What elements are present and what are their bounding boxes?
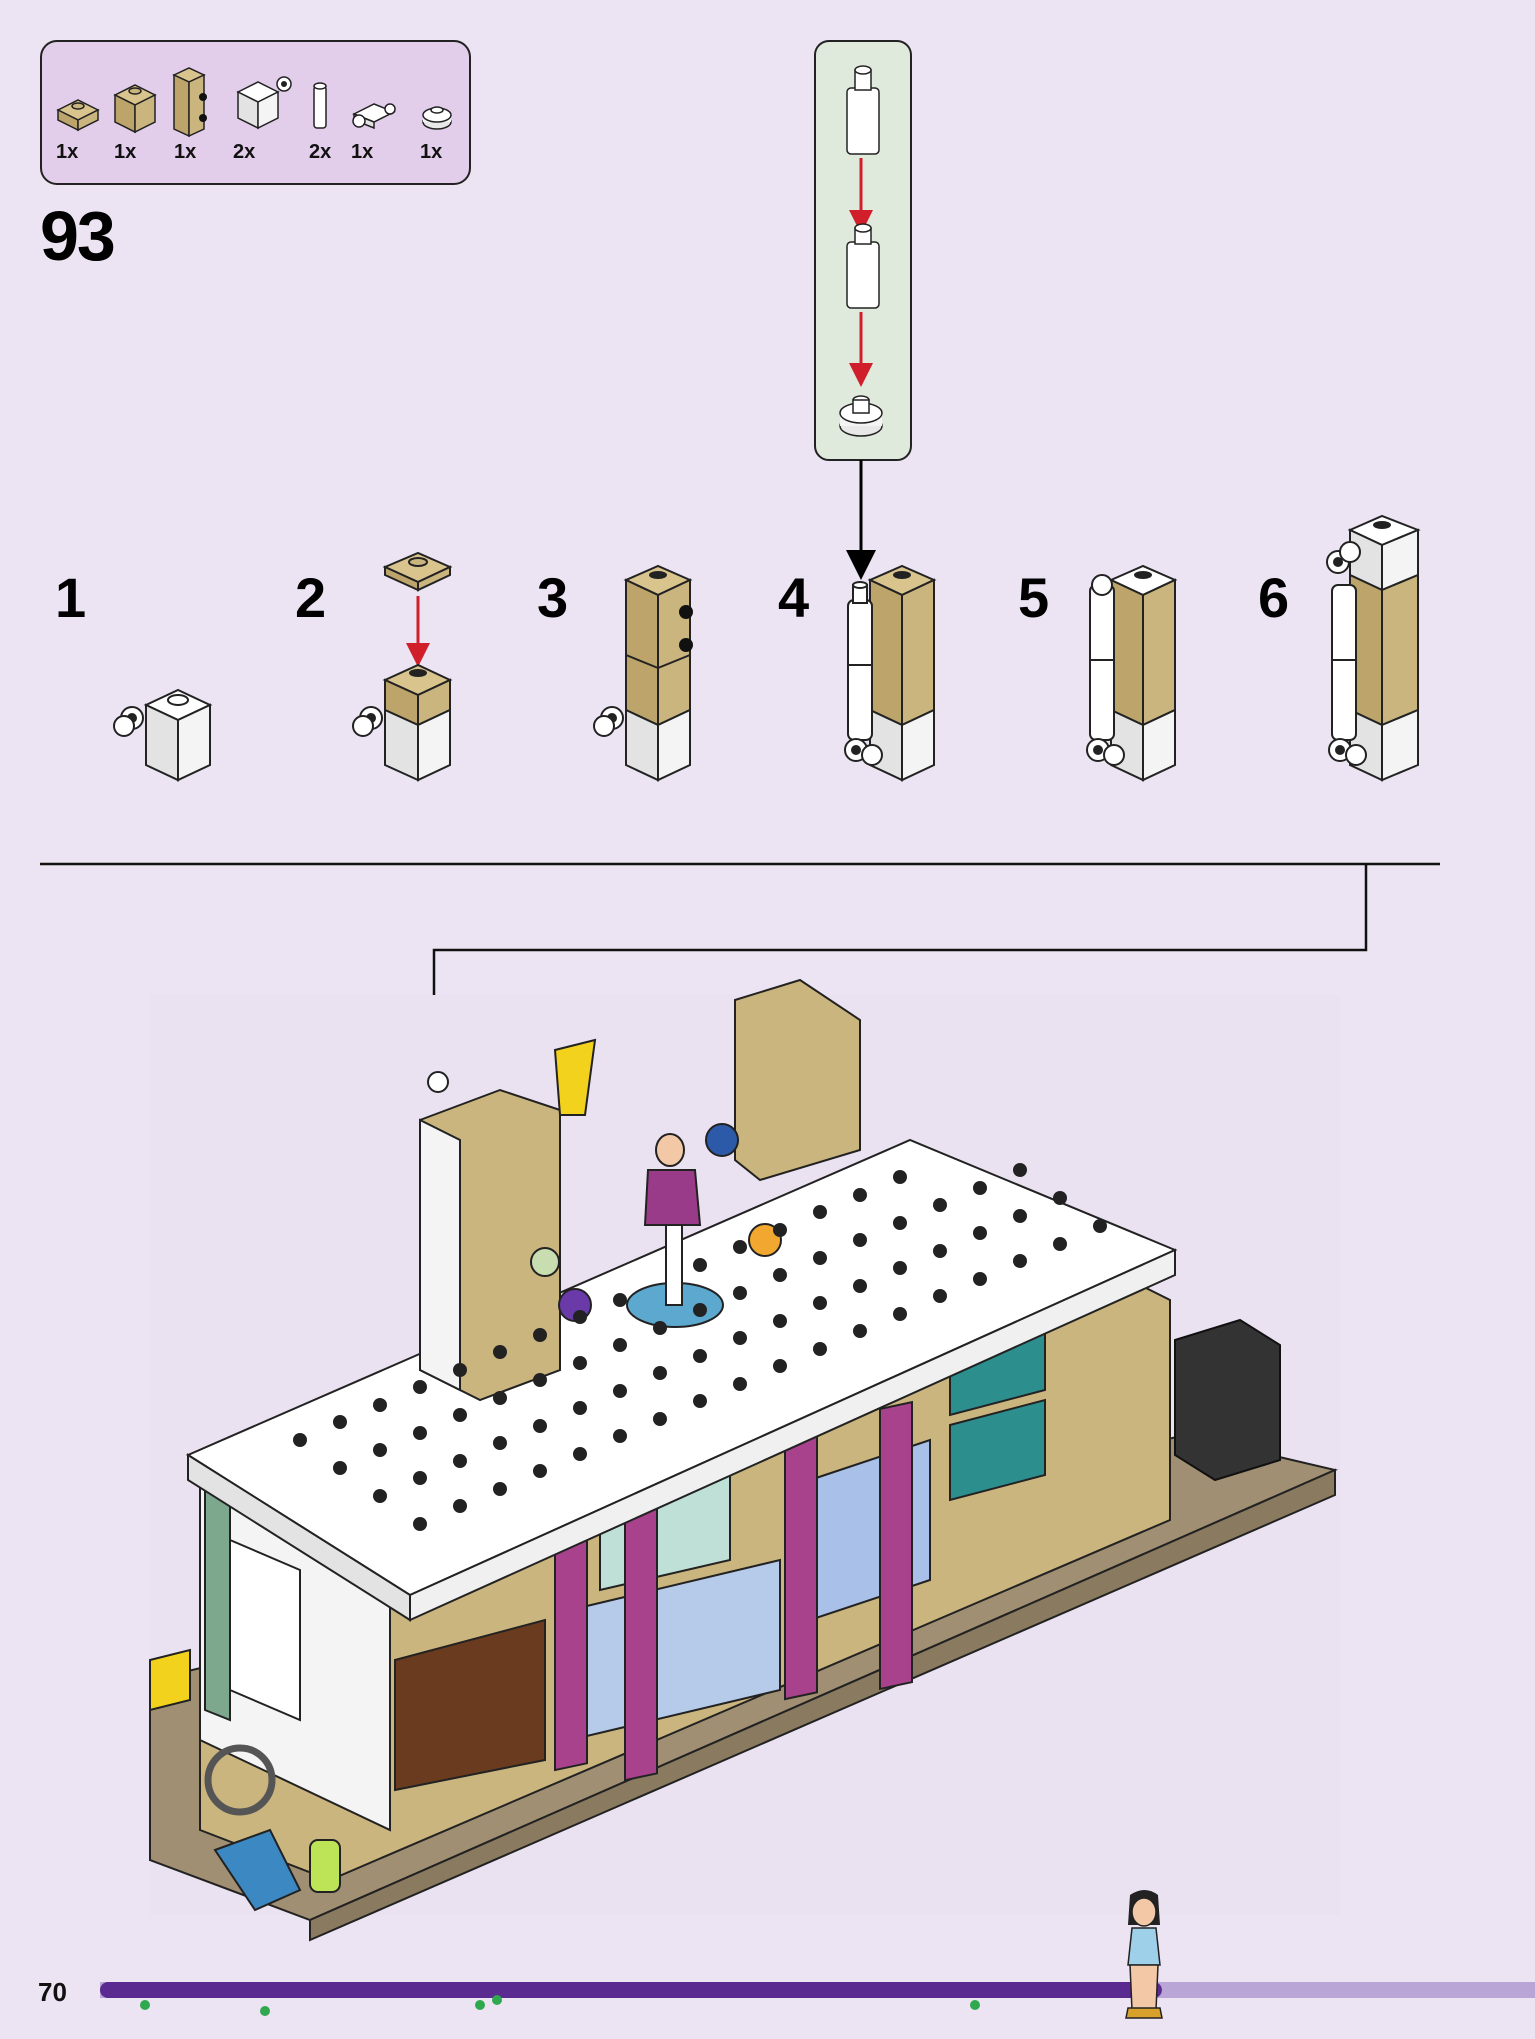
sub-step-1-model xyxy=(113,688,213,782)
sub-step-4-model xyxy=(844,564,937,782)
white-bar-icon xyxy=(313,82,327,129)
step-number: 93 xyxy=(40,197,116,275)
sub-step-1-number: 1 xyxy=(55,566,87,629)
main-model-illustration xyxy=(149,978,1340,1942)
part-6-qty: 1x xyxy=(351,141,374,163)
tan-plate-1x1-icon xyxy=(56,99,100,132)
subassembly-bar-top xyxy=(846,65,880,155)
parts-list-panel xyxy=(40,40,471,185)
page-number: 70 xyxy=(38,1977,67,2007)
part-5-qty: 2x xyxy=(309,141,332,163)
part-2-qty: 1x xyxy=(114,141,137,163)
sub-step-2-number: 2 xyxy=(295,566,327,629)
part-7-qty: 1x xyxy=(420,141,443,163)
minifigure-icon xyxy=(1125,1890,1163,2019)
part-3-qty: 1x xyxy=(174,141,197,163)
sub-step-5-model xyxy=(1086,564,1178,782)
white-plate-clip-icon xyxy=(352,103,396,130)
white-round-tile-icon xyxy=(422,106,452,130)
tan-brick-1x1-icon xyxy=(113,84,157,134)
part-4-qty: 2x xyxy=(233,141,256,163)
sub-step-6-model xyxy=(1326,514,1421,782)
sub-step-6-number: 6 xyxy=(1258,566,1290,629)
sub-step-3-model xyxy=(593,564,693,782)
subassembly-round-plate xyxy=(839,395,883,437)
sub-step-5-number: 5 xyxy=(1018,566,1050,629)
progress-bar-fill xyxy=(100,1982,1162,1998)
subassembly-panel xyxy=(814,40,912,580)
sub-step-4-number: 4 xyxy=(778,566,810,629)
sub-step-3-number: 3 xyxy=(537,566,569,629)
sub-step-2-model xyxy=(352,551,453,782)
white-brick-clip-icon xyxy=(236,76,292,130)
progress-dots xyxy=(140,1995,980,2016)
part-1-qty: 1x xyxy=(56,141,79,163)
progress-bar xyxy=(100,1890,1535,2019)
tan-brick-side-studs-icon xyxy=(172,67,207,138)
subassembly-bar-middle xyxy=(846,223,880,309)
